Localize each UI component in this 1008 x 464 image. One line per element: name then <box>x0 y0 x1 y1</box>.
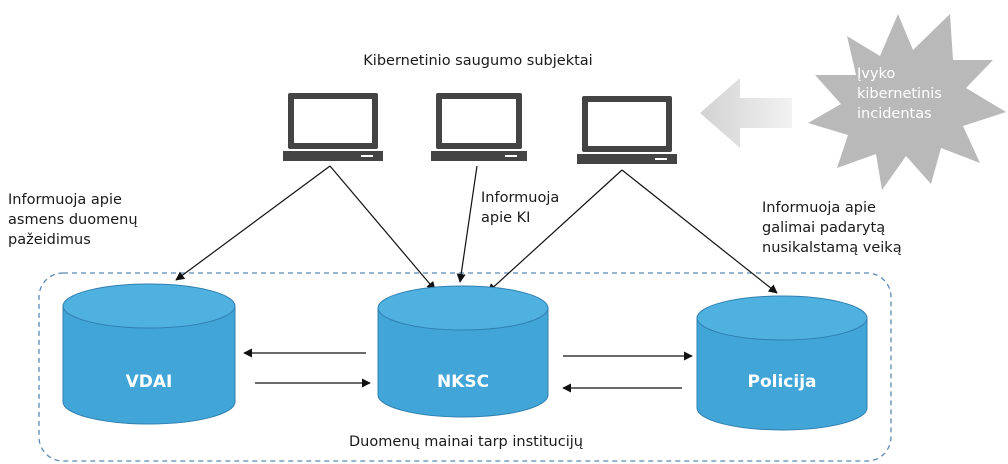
right-note-line-2: galimai padarytą <box>762 220 885 236</box>
footer-label: Duomenų mainai tarp institucijų <box>349 434 583 450</box>
database-nksc: NKSC <box>377 285 549 418</box>
exchange-arrows <box>243 348 693 393</box>
subjects-title: Kibernetinio saugumo subjektai <box>363 53 592 69</box>
incident-label-line-2: kibernetinis <box>857 86 942 102</box>
left-note-line-3: pažeidimus <box>8 232 91 248</box>
center-note-line-2: apie KI <box>481 210 530 226</box>
incident-label-line-3: incidentas <box>857 106 932 122</box>
incident-burst-icon <box>808 14 1006 190</box>
database-label-vdai: VDAI <box>126 372 173 392</box>
database-vdai: VDAI <box>62 283 236 425</box>
notification-arrows <box>175 165 778 294</box>
incident-label-line-1: Įvyko <box>857 66 895 82</box>
database-label-nksc: NKSC <box>437 372 489 392</box>
center-note-line-1: Informuoja <box>481 190 559 206</box>
institutions-boundary <box>38 272 892 462</box>
right-note-line-1: Informuoja apie <box>762 200 876 216</box>
laptop-icon <box>283 93 383 161</box>
left-note-line-1: Informuoja apie <box>8 192 122 208</box>
laptop-icon <box>577 96 677 164</box>
laptop-icon <box>431 93 527 161</box>
database-policija: Policija <box>696 295 868 431</box>
right-note-line-3: nusikalstamą veiką <box>762 240 902 256</box>
incident-arrow-icon <box>700 78 792 148</box>
left-note-line-2: asmens duomenų <box>8 212 138 228</box>
database-label-policija: Policija <box>748 372 817 392</box>
